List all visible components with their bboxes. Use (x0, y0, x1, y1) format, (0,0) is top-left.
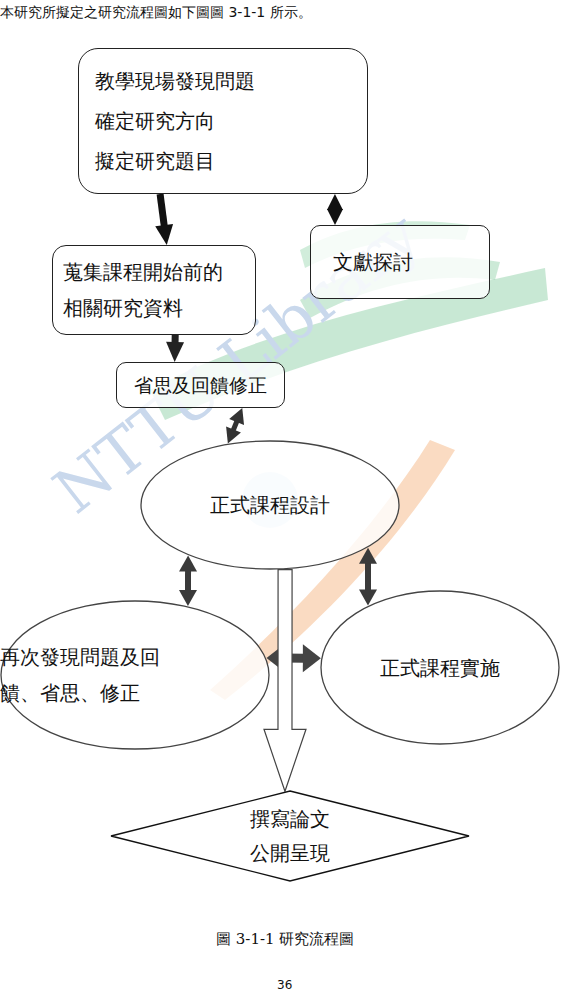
node-text: 公開呈現 (250, 836, 330, 870)
process-ellipse: 正式課程實施 (320, 590, 560, 745)
arrow-head (229, 408, 244, 425)
arrow-head (226, 427, 241, 444)
flow-arrow (267, 644, 321, 672)
arrow-head (327, 194, 343, 210)
process-box: 省思及回饋修正 (116, 362, 285, 408)
arrow-head (179, 555, 197, 571)
intro-sentence: 本研究所擬定之研究流程圖如下圖圖 3-1-1 所示。 (0, 4, 312, 22)
arrow-shaft (160, 194, 164, 226)
page-number: 36 (277, 978, 292, 992)
node-text: 蒐集課程開始前的相關研究資料 (63, 254, 231, 326)
hollow-arrow (264, 570, 306, 792)
process-box: 教學現場發現問題確定研究方向擬定研究題目 (78, 48, 368, 194)
node-text: 確定研究方向 (95, 101, 215, 141)
diamond-outline (110, 790, 470, 882)
node-text: 正式課程設計 (210, 491, 330, 519)
process-ellipse: 正式課程設計 (140, 440, 400, 570)
flow-arrow (359, 548, 377, 606)
flow-arrow (166, 335, 184, 362)
arrow-head (327, 209, 343, 225)
flow-arrow (179, 555, 197, 606)
arrow-shaft (172, 335, 179, 343)
diamond-border (111, 791, 469, 881)
node-text: 教學現場發現問題 (95, 61, 255, 101)
arrow-shaft (233, 421, 237, 431)
figure-caption: 圖 3-1-1 研究流程圖 (216, 930, 354, 949)
node-text: 正式課程實施 (380, 654, 500, 682)
ellipse-outline (0, 600, 270, 750)
node-text: 擬定研究題目 (95, 141, 215, 181)
arrow-shaft (185, 570, 191, 591)
node-text: 省思及回饋修正 (134, 372, 267, 398)
flow-arrow (155, 194, 173, 245)
process-ellipse: 再次發現問題及回饋、省思、修正 (0, 600, 270, 750)
arrow-head (155, 224, 173, 245)
ellipse-border (321, 591, 559, 744)
arrow-head (179, 590, 197, 606)
ellipse-border (1, 601, 269, 749)
node-text: 再次發現問題及回饋、省思、修正 (0, 639, 170, 711)
arrow-head (166, 342, 184, 362)
process-box: 蒐集課程開始前的相關研究資料 (52, 245, 256, 335)
flow-arrow (226, 408, 244, 444)
process-box: 文獻探討 (310, 225, 490, 299)
flow-arrow (327, 194, 343, 225)
arrow-head (303, 644, 321, 672)
node-text: 撰寫論文 (250, 802, 330, 836)
flow-arrow (264, 570, 306, 792)
node-text: 文獻探討 (333, 248, 413, 276)
ellipse-border (141, 441, 399, 569)
arrow-shaft (365, 563, 371, 591)
decision-diamond: 撰寫論文公開呈現 (110, 790, 470, 882)
